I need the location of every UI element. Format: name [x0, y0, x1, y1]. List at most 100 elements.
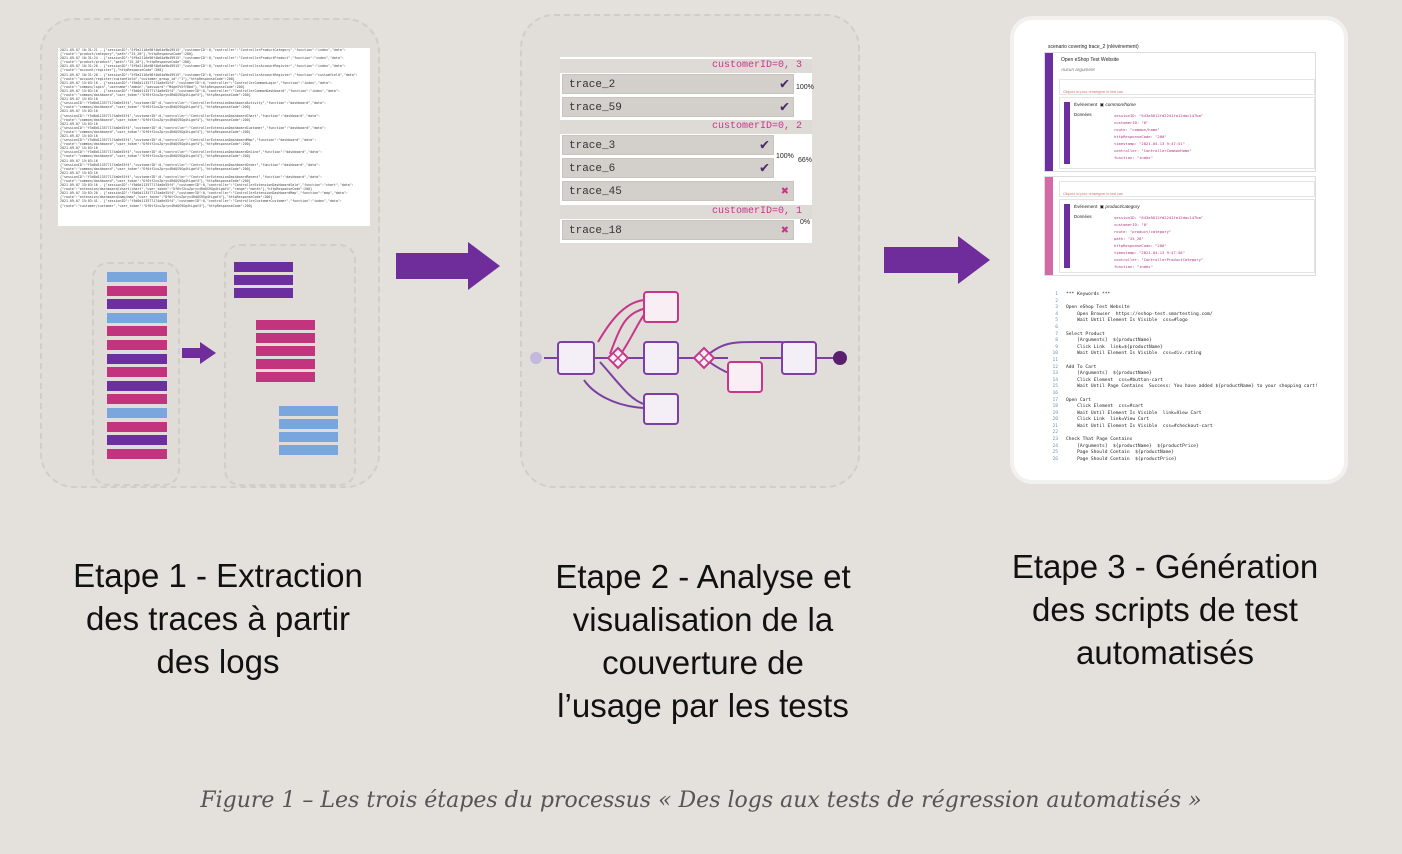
event-field: route: "product/category" [1114, 229, 1172, 234]
event-name: common/home [1105, 102, 1136, 107]
step1-label: Etape 1 - Extraction des traces à partir… [73, 557, 363, 680]
keyword-text: Click Link link=View Cart [1066, 417, 1149, 423]
keyword-text: Open eShop Test Website [1066, 305, 1130, 311]
figure-caption: Figure 1 – Les trois étapes du processus… [200, 788, 1202, 813]
generated-test-script: scenario covering trace_2 (nlévénement) … [1014, 20, 1344, 480]
trace-row: trace_18✖ [562, 220, 794, 240]
event-field: controller: "ControllerCommonHome" [1114, 148, 1192, 153]
clustered-trace-bar [279, 406, 338, 416]
no-argument-text: Aucun argument [1061, 67, 1095, 72]
trace-bar [107, 312, 167, 323]
trace-bar [107, 448, 167, 459]
keyword-text: Click Element css=#cart [1066, 404, 1144, 410]
event-field: customerID: "0" [1114, 120, 1149, 125]
clustered-trace-bar [234, 275, 293, 285]
log-line: {"sessionID":"f5d0d113577174a0e55f4","cu… [60, 101, 326, 106]
log-line: {"route":"product/product","path":"25_28… [60, 60, 192, 65]
keyword-line: 9 Click Link link=${productName} [1044, 345, 1318, 352]
log-line: 2021-09-07 15:03:16 [60, 133, 98, 138]
keyword-line: 16 [1044, 391, 1318, 398]
log-line: 2021-09-07 15:03:41 - {"sessionID":"f5d0… [60, 199, 342, 204]
keyword-text: Wait Until Page Contains Success: You ha… [1066, 384, 1318, 390]
group-coverage-pct: 100% [776, 153, 794, 160]
clustered-trace-bar [256, 359, 315, 369]
cross-icon: ✖ [781, 223, 789, 238]
line-number: 1 [1055, 292, 1058, 297]
log-line: {"route":"customer/customer","user_token… [60, 203, 253, 208]
keyword-line: 21 Wait Until Element Is Visible css=#ch… [1044, 424, 1318, 431]
line-number: 6 [1055, 324, 1058, 330]
clustered-trace-bar [234, 288, 293, 298]
trace-row: trace_2✔ [562, 74, 794, 94]
line-number: 22 [1052, 430, 1058, 436]
line-number: 2 [1055, 298, 1058, 304]
log-line: 2021-09-07 10:31:28 - {"sessionID":"5f9a… [60, 72, 358, 77]
line-number: 16 [1052, 390, 1058, 396]
event-title: Événement [1074, 204, 1098, 209]
log-line: {"route":"common/login","username":"admi… [60, 84, 245, 89]
event-field: customerID: "0" [1114, 222, 1149, 227]
trace-bar [107, 408, 167, 418]
event-field: timestamp: "2021-04-13 9:47:58" [1114, 250, 1185, 255]
group-header: customerID=0, 3 [560, 59, 812, 73]
outer-coverage-pct: 66% [798, 157, 813, 164]
keyword-line: 2 [1044, 299, 1318, 306]
keyword-text: Page Should Contain ${productPrice} [1066, 456, 1177, 462]
keyword-text: *** Keywords *** [1066, 292, 1111, 297]
log-line: {"route":"account/register/customfield",… [60, 76, 235, 81]
trace-bar [107, 380, 167, 391]
event-field: httpResponseCode: "200" [1114, 243, 1167, 248]
trace-row: trace_3✔ [562, 135, 774, 155]
keyword-text: Wait Until Element Is Visible css=#check… [1066, 423, 1213, 429]
cross-icon: ✖ [781, 184, 789, 199]
keyword-line: 18 Click Element css=#cart [1044, 404, 1318, 411]
log-line: {"sessionID":"f5d0d113577174a0e55f4","cu… [60, 113, 321, 118]
keyword-line: 11 [1044, 358, 1318, 365]
data-label: Données [1074, 112, 1092, 117]
clustered-trace-bar [256, 333, 315, 343]
line-number: 11 [1052, 357, 1058, 363]
line-number: 13 [1052, 371, 1058, 377]
trace-bar [107, 353, 167, 364]
keyword-text: Wait Until Element Is Visible css=div.ra… [1066, 351, 1202, 357]
log-line: {"sessionID":"f5d0d113577174a0e55f4","cu… [60, 162, 321, 167]
keyword-line: 10 Wait Until Element Is Visible css=div… [1044, 351, 1318, 358]
log-line: {"route":"extension/dashboard/map/map","… [60, 195, 273, 200]
trace-bar [107, 272, 167, 282]
keyword-line: 5 Wait Until Element Is Visible css=#log… [1044, 318, 1318, 325]
check-icon: ✔ [779, 76, 789, 93]
trace-row: trace_59✔ [562, 97, 794, 117]
keyword-line: 24 [Arguments] ${productName} ${productP… [1044, 444, 1318, 451]
clustered-trace-bar [234, 262, 293, 272]
event-field: timestamp: "2021-04-13 9:47:51" [1114, 141, 1185, 146]
log-file: 2021-09-07 10:31:21 - {"sessionID":"5f9a… [58, 48, 370, 226]
log-line: 2021-09-07 10:31:26 - {"sessionID":"5f9a… [60, 64, 346, 69]
step2-label: Etape 2 - Analyse et visualisation de la… [555, 558, 851, 724]
log-line: {"route":"common/dashboard","user_token"… [60, 93, 251, 98]
log-line: {"sessionID":"f5d0d113577174a0e55f4","cu… [60, 138, 317, 143]
line-number: 17 [1052, 397, 1058, 403]
keyword-line: 6 [1044, 325, 1318, 332]
event-field: function: "index" [1114, 155, 1153, 160]
keyword-line: 22 [1044, 430, 1318, 437]
keyword-line: 25 Page Should Contain ${productName} [1044, 450, 1318, 457]
log-line: {"route":"common/dashboard","user_token"… [60, 129, 251, 134]
event-fields: sessionID: "643a5612fd2241fa12dac147ba"c… [1114, 214, 1203, 270]
log-line: {"route":"common/dashboard","user_token"… [60, 179, 251, 183]
group-header: customerID=0, 2 [560, 120, 812, 134]
log-line: {"route":"product/category","path":"25_2… [60, 52, 193, 57]
keyword-text: [Arguments] ${productName} [1066, 338, 1152, 344]
event-field: route: "common/home" [1114, 127, 1160, 132]
line-number: 25 [1052, 450, 1058, 456]
keyword-text: Page Should Contain ${productName} [1066, 450, 1174, 456]
keyword-line: 1 *** Keywords *** [1044, 292, 1318, 299]
log-line: {"route":"extension/dashboard/chart/char… [60, 187, 313, 192]
log-line: 2021-09-07 15:03:16 [60, 97, 98, 102]
data-label: Données [1074, 214, 1092, 219]
clustered-trace-bar [279, 419, 338, 429]
line-number: 7 [1055, 331, 1058, 337]
log-line: 2021-09-07 15:03:16 - {"sessionID":"f5d0… [60, 88, 340, 93]
keyword-line: 15 Wait Until Page Contains Success: You… [1044, 384, 1318, 391]
